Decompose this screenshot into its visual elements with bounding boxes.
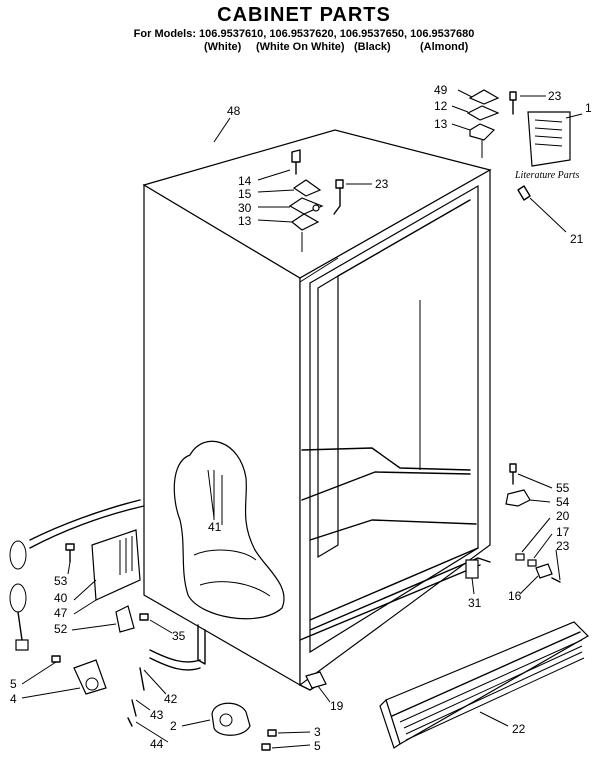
color-white: (White) — [204, 41, 242, 53]
callout-5-left: 5 — [10, 677, 17, 691]
models-line: For Models: 106.9537610, 106.9537620, 10… — [133, 28, 475, 40]
literature-parts-label: Literature Parts — [514, 170, 579, 181]
callout-48: 48 — [227, 104, 241, 118]
callout-23-top: 23 — [375, 177, 389, 191]
callout-2: 2 — [170, 719, 177, 733]
callout-42: 42 — [164, 692, 178, 706]
callout-1: 1 — [585, 101, 592, 115]
callout-15: 15 — [238, 187, 252, 201]
color-legend: (White) (White On White) (Black) (Almond… — [0, 41, 608, 55]
callout-17: 17 — [556, 525, 570, 539]
callout-53: 53 — [54, 574, 68, 588]
callout-30: 30 — [238, 201, 252, 215]
callout-21: 21 — [570, 232, 584, 246]
leader-lines — [21, 89, 583, 749]
callout-23-upper: 23 — [548, 89, 562, 103]
callout-40: 40 — [54, 591, 68, 605]
callout-55: 55 — [556, 481, 570, 495]
callout-44: 44 — [150, 737, 164, 751]
callout-23-lower: 23 — [556, 539, 570, 553]
top-hinge-assembly — [288, 149, 344, 252]
callout-43: 43 — [150, 708, 164, 722]
callout-41: 41 — [208, 520, 222, 534]
callout-12: 12 — [434, 99, 448, 113]
callout-35: 35 — [172, 629, 186, 643]
callout-13-upper: 13 — [434, 117, 448, 131]
color-almond: (Almond) — [420, 41, 469, 53]
callout-20: 20 — [556, 509, 570, 523]
callout-labels: 48 49 12 13 23 1 14 15 30 13 23 21 41 55… — [10, 83, 592, 753]
compressor-electrical-parts — [9, 499, 327, 751]
callout-22: 22 — [512, 722, 526, 736]
base-grille — [379, 621, 589, 749]
callout-13-top: 13 — [238, 214, 252, 228]
callout-14: 14 — [238, 174, 252, 188]
door-closer-parts — [505, 463, 561, 583]
callout-52: 52 — [54, 622, 68, 636]
diagram-title: CABINET PARTS — [217, 4, 391, 26]
color-white-on-white: (White On White) — [256, 41, 345, 53]
callout-49: 49 — [434, 83, 448, 97]
callout-47: 47 — [54, 606, 68, 620]
upper-right-hinge-assembly — [466, 89, 517, 158]
color-black: (Black) — [354, 41, 391, 53]
callout-3: 3 — [314, 725, 321, 739]
callout-19: 19 — [330, 699, 344, 713]
callout-31: 31 — [468, 596, 482, 610]
literature-parts — [517, 111, 571, 201]
callout-4: 4 — [10, 692, 17, 706]
cabinet-shell — [142, 129, 492, 691]
callout-5-right: 5 — [314, 739, 321, 753]
callout-16: 16 — [508, 589, 522, 603]
callout-54: 54 — [556, 495, 570, 509]
